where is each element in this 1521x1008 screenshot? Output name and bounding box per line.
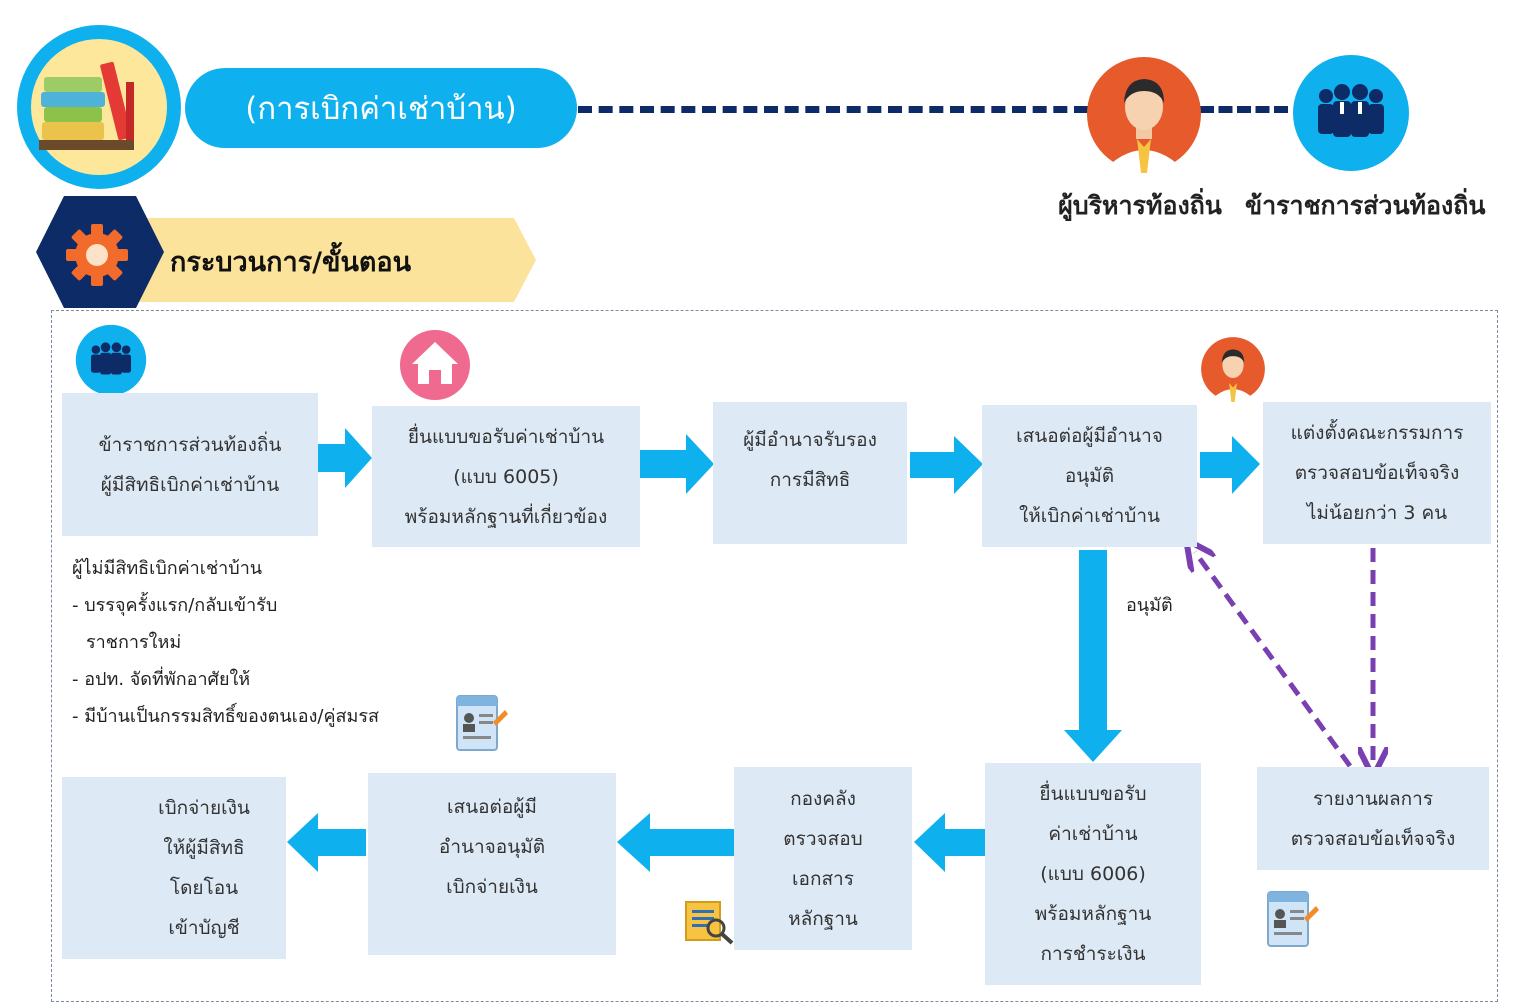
ineligible-note-item: - บรรจุครั้งแรก/กลับเข้ารับ xyxy=(72,595,278,616)
role-label-executive: ผู้บริหารท้องถิ่น xyxy=(1058,191,1222,220)
step-propose-approval: เสนอต่อผู้มีอำนาจอนุมัติให้เบิกค่าเช่าบ้… xyxy=(982,405,1197,547)
step-certify-eligibility: ผู้มีอำนาจรับรองการมีสิทธิ xyxy=(713,402,907,544)
step-submit-form-6005: ยื่นแบบขอรับค่าเช่าบ้าน(แบบ 6005)พร้อมหล… xyxy=(372,406,640,547)
arrow-right xyxy=(1200,436,1260,494)
arrow-left xyxy=(617,813,734,872)
arrow-down xyxy=(1064,550,1122,762)
document-icon xyxy=(453,692,509,754)
arrow-left xyxy=(914,813,985,872)
step-submit-form-6006: ยื่นแบบขอรับค่าเช่าบ้าน(แบบ 6006)พร้อมหล… xyxy=(985,763,1201,985)
ineligible-note-item: ราชการใหม่ xyxy=(86,632,182,653)
step-eligible-official: ข้าราชการส่วนท้องถิ่นผู้มีสิทธิเบิกค่าเช… xyxy=(62,393,318,536)
process-title: (การเบิกค่าเช่าบ้าน) xyxy=(185,68,577,148)
role-label-officials: ข้าราชการส่วนท้องถิ่น xyxy=(1245,191,1486,220)
flow-frame xyxy=(51,310,1498,1002)
executive-avatar-icon xyxy=(1200,336,1266,402)
arrow-right xyxy=(311,428,372,488)
step-appoint-committee: แต่งตั้งคณะกรรมการตรวจสอบข้อเท็จจริงไม่น… xyxy=(1263,402,1491,544)
books-icon xyxy=(14,22,184,192)
ineligible-note-title: ผู้ไม่มีสิทธิเบิกค่าเช่าบ้าน xyxy=(72,558,263,579)
officials-group-icon xyxy=(74,323,148,397)
inspect-document-icon xyxy=(684,898,736,946)
ineligible-note-item: - อปท. จัดที่พักอาศัยให้ xyxy=(72,669,251,690)
step-approve-disbursement: เสนอต่อผู้มีอำนาจอนุมัติเบิกจ่ายเงิน xyxy=(368,773,616,955)
ineligible-note-item: - มีบ้านเป็นกรรมสิทธิ์ของตนเอง/คู่สมรส xyxy=(72,706,380,727)
home-icon xyxy=(398,328,472,402)
connector-line xyxy=(578,106,1088,113)
executive-avatar-icon xyxy=(1085,55,1203,173)
gear-icon xyxy=(64,222,130,288)
arrow-left xyxy=(287,813,366,872)
step-pay-transfer: เบิกจ่ายเงินให้ผู้มีสิทธิโดยโอนเข้าบัญชี xyxy=(62,777,286,959)
document-icon xyxy=(1264,888,1320,950)
officials-group-icon xyxy=(1290,52,1412,174)
section-label: กระบวนการ/ขั้นตอน xyxy=(170,247,412,278)
step-report-findings: รายงานผลการตรวจสอบข้อเท็จจริง xyxy=(1257,767,1489,870)
approve-label: อนุมัติ xyxy=(1126,595,1173,616)
connector-line xyxy=(1200,106,1288,113)
dashed-arrow-up xyxy=(1195,552,1353,768)
arrow-right xyxy=(640,434,714,494)
step-treasury-check: กองคลังตรวจสอบเอกสารหลักฐาน xyxy=(734,767,912,950)
arrow-right xyxy=(910,436,983,494)
ineligible-note: ผู้ไม่มีสิทธิเบิกค่าเช่าบ้าน - บรรจุครั้… xyxy=(72,550,379,735)
